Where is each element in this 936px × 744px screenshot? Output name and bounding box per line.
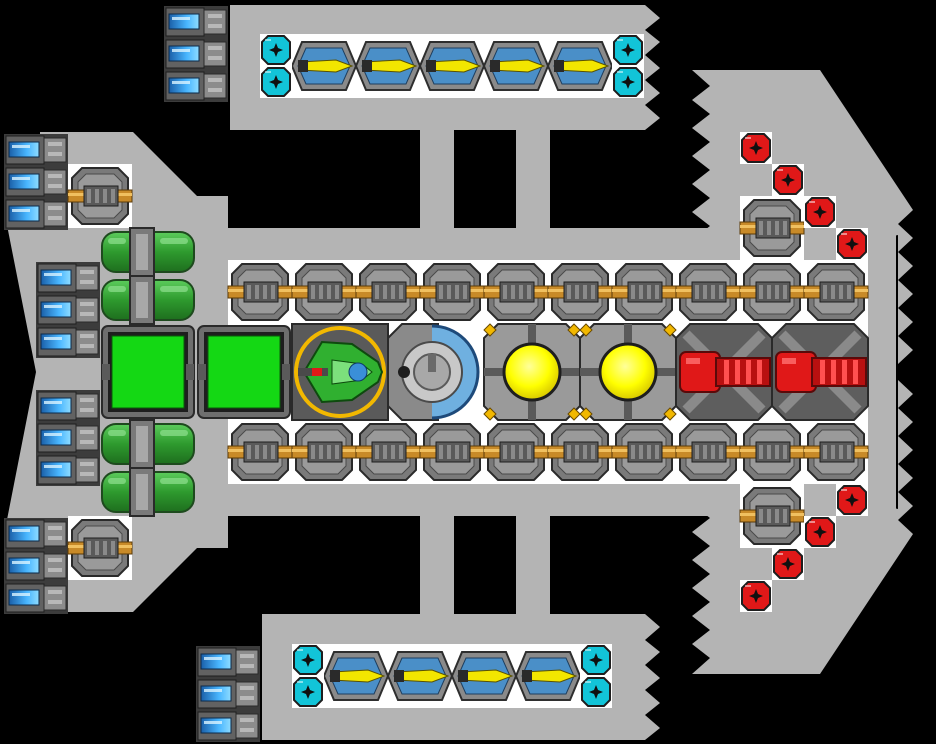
armor-node-icon[interactable] — [740, 580, 772, 612]
blue-thruster-icon[interactable] — [36, 294, 100, 326]
missile-pod-icon[interactable] — [418, 41, 486, 91]
reactor-icon[interactable] — [579, 323, 677, 421]
autocannon-turret-icon[interactable] — [227, 423, 293, 481]
heavy-cannon-icon[interactable] — [675, 323, 773, 421]
sensor-node-icon[interactable] — [580, 676, 612, 708]
autocannon-turret-icon[interactable] — [803, 263, 869, 321]
autocannon-turret-icon[interactable] — [739, 487, 805, 545]
missile-pod-icon[interactable] — [386, 651, 454, 701]
blue-thruster-icon[interactable] — [196, 646, 260, 678]
armor-node-icon[interactable] — [772, 548, 804, 580]
autocannon-turret-icon[interactable] — [291, 423, 357, 481]
autocannon-turret-icon[interactable] — [611, 263, 677, 321]
sensor-node-icon[interactable] — [612, 34, 644, 66]
armor-node-icon[interactable] — [772, 164, 804, 196]
blue-thruster-icon[interactable] — [36, 326, 100, 358]
autocannon-turret-icon[interactable] — [227, 263, 293, 321]
blue-thruster-icon[interactable] — [36, 454, 100, 486]
blue-thruster-icon[interactable] — [36, 390, 100, 422]
cargo-bay-icon[interactable] — [101, 325, 195, 419]
fuel-tank-icon[interactable] — [101, 419, 195, 469]
autocannon-turret-icon[interactable] — [739, 199, 805, 257]
missile-pod-icon[interactable] — [354, 41, 422, 91]
armor-node-icon[interactable] — [804, 516, 836, 548]
armor-node-icon[interactable] — [836, 484, 868, 516]
missile-pod-icon[interactable] — [290, 41, 358, 91]
autocannon-turret-icon[interactable] — [675, 423, 741, 481]
autocannon-turret-icon[interactable] — [483, 423, 549, 481]
autocannon-turret-icon[interactable] — [419, 423, 485, 481]
sensor-node-icon[interactable] — [260, 66, 292, 98]
missile-pod-icon[interactable] — [514, 651, 582, 701]
sensor-node-icon[interactable] — [260, 34, 292, 66]
sensor-node-icon[interactable] — [292, 644, 324, 676]
sensor-node-icon[interactable] — [580, 644, 612, 676]
fuel-tank-icon[interactable] — [101, 467, 195, 517]
missile-pod-icon[interactable] — [546, 41, 614, 91]
blue-thruster-icon[interactable] — [164, 70, 228, 102]
blue-thruster-icon[interactable] — [4, 518, 68, 550]
blue-thruster-icon[interactable] — [196, 678, 260, 710]
cockpit-icon[interactable] — [291, 323, 389, 421]
autocannon-turret-icon[interactable] — [547, 263, 613, 321]
autocannon-turret-icon[interactable] — [67, 167, 133, 225]
autocannon-turret-icon[interactable] — [675, 263, 741, 321]
blue-thruster-icon[interactable] — [4, 550, 68, 582]
blue-thruster-icon[interactable] — [4, 166, 68, 198]
blue-thruster-icon[interactable] — [164, 6, 228, 38]
armor-node-icon[interactable] — [836, 228, 868, 260]
autocannon-turret-icon[interactable] — [803, 423, 869, 481]
blue-thruster-icon[interactable] — [4, 582, 68, 614]
cargo-bay-icon[interactable] — [197, 325, 291, 419]
autocannon-turret-icon[interactable] — [739, 263, 805, 321]
blue-thruster-icon[interactable] — [36, 262, 100, 294]
armor-node-icon[interactable] — [740, 132, 772, 164]
autocannon-turret-icon[interactable] — [739, 423, 805, 481]
autocannon-turret-icon[interactable] — [355, 263, 421, 321]
autocannon-turret-icon[interactable] — [611, 423, 677, 481]
blue-thruster-icon[interactable] — [36, 422, 100, 454]
sensor-node-icon[interactable] — [292, 676, 324, 708]
fuel-tank-icon[interactable] — [101, 275, 195, 325]
blue-thruster-icon[interactable] — [4, 134, 68, 166]
blue-thruster-icon[interactable] — [4, 198, 68, 230]
autocannon-turret-icon[interactable] — [419, 263, 485, 321]
autocannon-turret-icon[interactable] — [355, 423, 421, 481]
missile-pod-icon[interactable] — [482, 41, 550, 91]
sensor-node-icon[interactable] — [612, 66, 644, 98]
missile-pod-icon[interactable] — [322, 651, 390, 701]
fuel-tank-icon[interactable] — [101, 227, 195, 277]
blue-thruster-icon[interactable] — [164, 38, 228, 70]
blue-thruster-icon[interactable] — [196, 710, 260, 742]
autocannon-turret-icon[interactable] — [547, 423, 613, 481]
autocannon-turret-icon[interactable] — [483, 263, 549, 321]
autocannon-turret-icon[interactable] — [291, 263, 357, 321]
missile-pod-icon[interactable] — [450, 651, 518, 701]
autocannon-turret-icon[interactable] — [67, 519, 133, 577]
heavy-cannon-icon[interactable] — [771, 323, 869, 421]
reactor-icon[interactable] — [483, 323, 581, 421]
armor-node-icon[interactable] — [804, 196, 836, 228]
shield-generator-icon[interactable] — [387, 323, 480, 421]
